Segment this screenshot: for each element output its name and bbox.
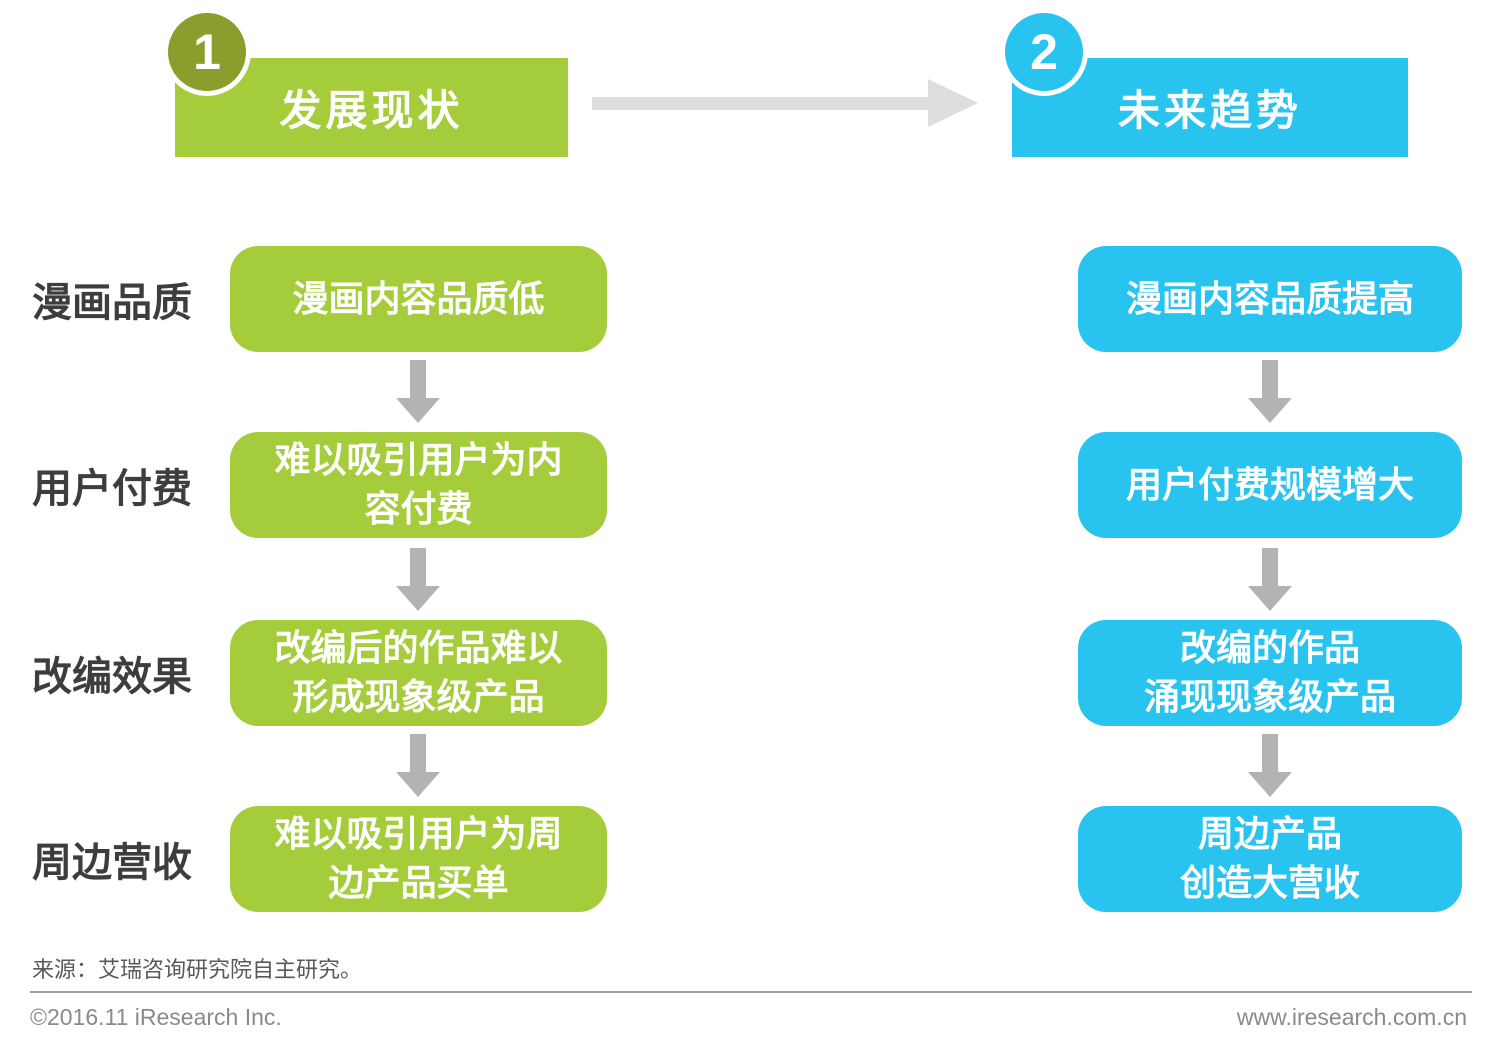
copyright-text: ©2016.11 iResearch Inc. (30, 1004, 282, 1030)
row-label-adaptation-effect: 改编效果 (32, 655, 192, 699)
future-trend-header: 未来趋势 (1012, 58, 1408, 157)
down-arrow-icon (1248, 734, 1292, 797)
current-box-user-payment: 难以吸引用户为内 容付费 (230, 432, 607, 538)
row-label-comic-quality: 漫画品质 (32, 281, 192, 325)
step-1-badge: 1 (163, 8, 251, 96)
source-note: 来源：艾瑞咨询研究院自主研究。 (32, 957, 363, 982)
future-box-comic-quality: 漫画内容品质提高 (1078, 246, 1462, 352)
down-arrow-icon (396, 734, 440, 797)
down-arrow-icon (396, 360, 440, 423)
future-box-user-payment: 用户付费规模增大 (1078, 432, 1462, 538)
current-box-merchandise-revenue: 难以吸引用户为周 边产品买单 (230, 806, 607, 912)
right-arrow-head (928, 79, 978, 127)
down-arrow-icon (1248, 548, 1292, 611)
current-status-header: 发展现状 (175, 58, 568, 157)
website-link[interactable]: www.iresearch.com.cn (1236, 1004, 1467, 1030)
current-box-comic-quality: 漫画内容品质低 (230, 246, 607, 352)
future-box-adaptation-effect: 改编的作品 涌现现象级产品 (1078, 620, 1462, 726)
step-1-number: 1 (193, 24, 221, 80)
down-arrow-icon (1248, 360, 1292, 423)
step-2-number: 2 (1030, 24, 1058, 80)
future-box-merchandise-revenue: 周边产品 创造大营收 (1078, 806, 1462, 912)
down-arrow-icon (396, 548, 440, 611)
row-label-merchandise-revenue: 周边营收 (32, 841, 192, 885)
current-box-adaptation-effect: 改编后的作品难以 形成现象级产品 (230, 620, 607, 726)
step-2-badge: 2 (1000, 8, 1088, 96)
current-status-header-label: 发展现状 (279, 87, 464, 134)
footer-divider (30, 991, 1472, 993)
future-trend-header-label: 未来趋势 (1117, 87, 1302, 134)
right-arrow-shaft (592, 97, 928, 110)
row-label-user-payment: 用户付费 (32, 467, 192, 511)
